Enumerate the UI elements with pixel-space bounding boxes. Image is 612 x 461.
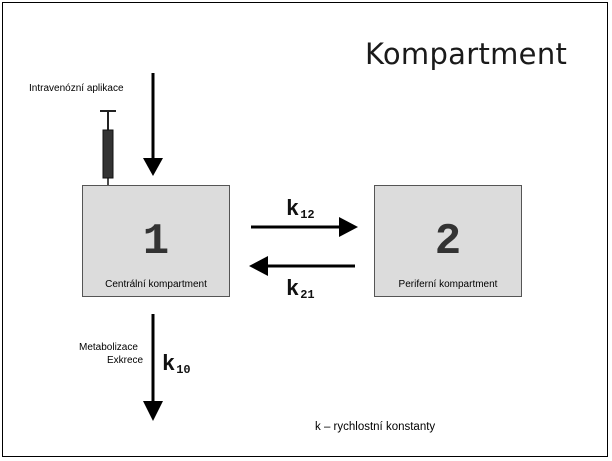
arrow-k21 (249, 256, 355, 276)
central-compartment-box: 1 Centrální kompartment (82, 185, 230, 297)
rate-constants-note: k – rychlostní konstanty (315, 421, 436, 433)
k21-sub: 21 (300, 288, 315, 302)
k10-k: k (162, 352, 176, 377)
k12-sub: 12 (300, 208, 315, 222)
iv-administration-label: Intravenózní aplikace (29, 83, 124, 94)
peripheral-compartment-number: 2 (434, 217, 462, 267)
page-title: Kompartment (365, 37, 568, 71)
k12-k: k (286, 197, 300, 222)
elimination-arrow (143, 314, 163, 421)
metabolism-label: Metabolizace (79, 342, 138, 353)
k12-label: k12 (286, 197, 315, 222)
k10-label: k10 (162, 352, 191, 377)
slide: Kompartment Intravenózní aplikace 1 Cent… (2, 2, 608, 457)
k21-k: k (286, 277, 300, 302)
central-compartment-label: Centrální kompartment (105, 279, 207, 290)
k21-label: k21 (286, 277, 315, 302)
central-compartment-number: 1 (142, 217, 170, 267)
k10-sub: 10 (176, 363, 191, 377)
peripheral-compartment-label: Periferní kompartment (398, 279, 498, 290)
arrow-k12 (251, 217, 358, 237)
excretion-label: Exkrece (107, 355, 144, 366)
peripheral-compartment-box: 2 Periferní kompartment (374, 185, 522, 297)
iv-input-arrow (143, 73, 163, 176)
diagram-graphics (100, 73, 358, 421)
